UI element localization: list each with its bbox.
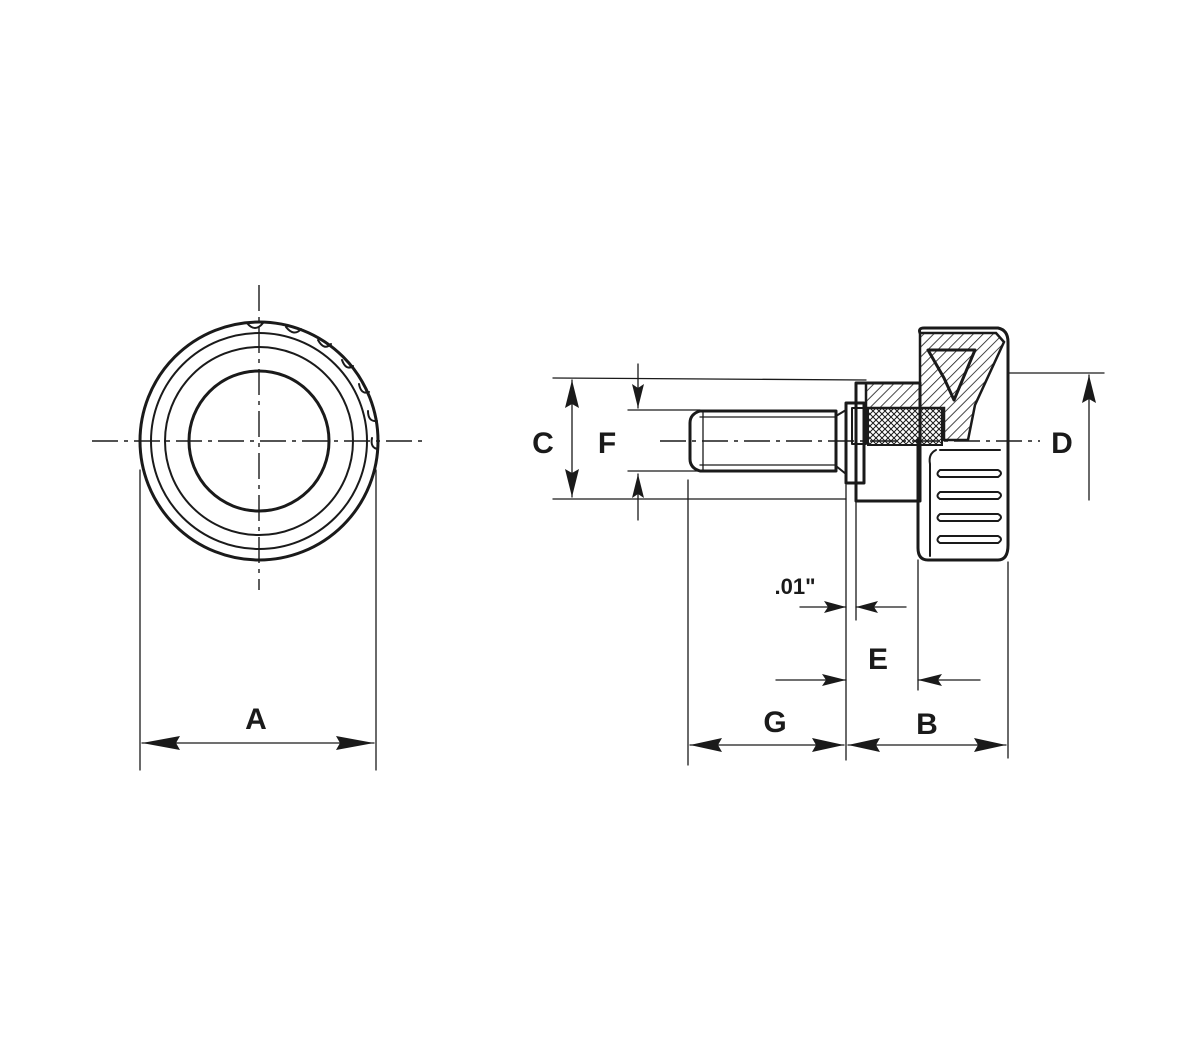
dim-b-label: B [916,708,938,741]
front-view: A [92,285,423,771]
side-view: C F D .01" E G [532,326,1105,766]
dim-c-label: C [532,427,554,460]
dim-d-label: D [1051,427,1073,460]
dim-f-arrow-bottom [632,474,644,498]
dim-c-arrow-top [565,380,579,408]
knob-head [916,326,1010,562]
dim-a-arrow-right [336,736,374,750]
dim-g-label: G [763,706,786,739]
dim-b-arrow-left [848,738,880,752]
outer-knurl-circle [138,320,380,562]
dim-a-label: A [245,703,267,736]
dim-a-arrow-left [142,736,180,750]
dim-clearance-label: .01" [774,574,815,599]
shoulder-collar [835,401,867,485]
dim-e-arrow-left [822,674,846,686]
head-flutes [928,449,1002,557]
dim-e-arrow-right [918,674,942,686]
dim-f-label: F [598,427,616,460]
hatched-section [856,331,1006,442]
knurl-insert [867,407,943,446]
head-body [854,331,1006,503]
dim-g-arrow-left [690,738,722,752]
dim-b-arrow-right [974,738,1006,752]
dim-f-arrow-top [632,384,644,408]
dim-c-arrow-bottom [565,469,579,497]
dim-d-arrow [1082,375,1096,403]
dim-e-label: E [868,643,888,676]
dim-clearance-arrow-right [856,601,878,613]
knurl-scallops [246,322,379,450]
dim-c-ext-top [552,377,867,381]
dim-g-arrow-right [812,738,844,752]
dim-clearance-arrow-left [824,601,846,613]
